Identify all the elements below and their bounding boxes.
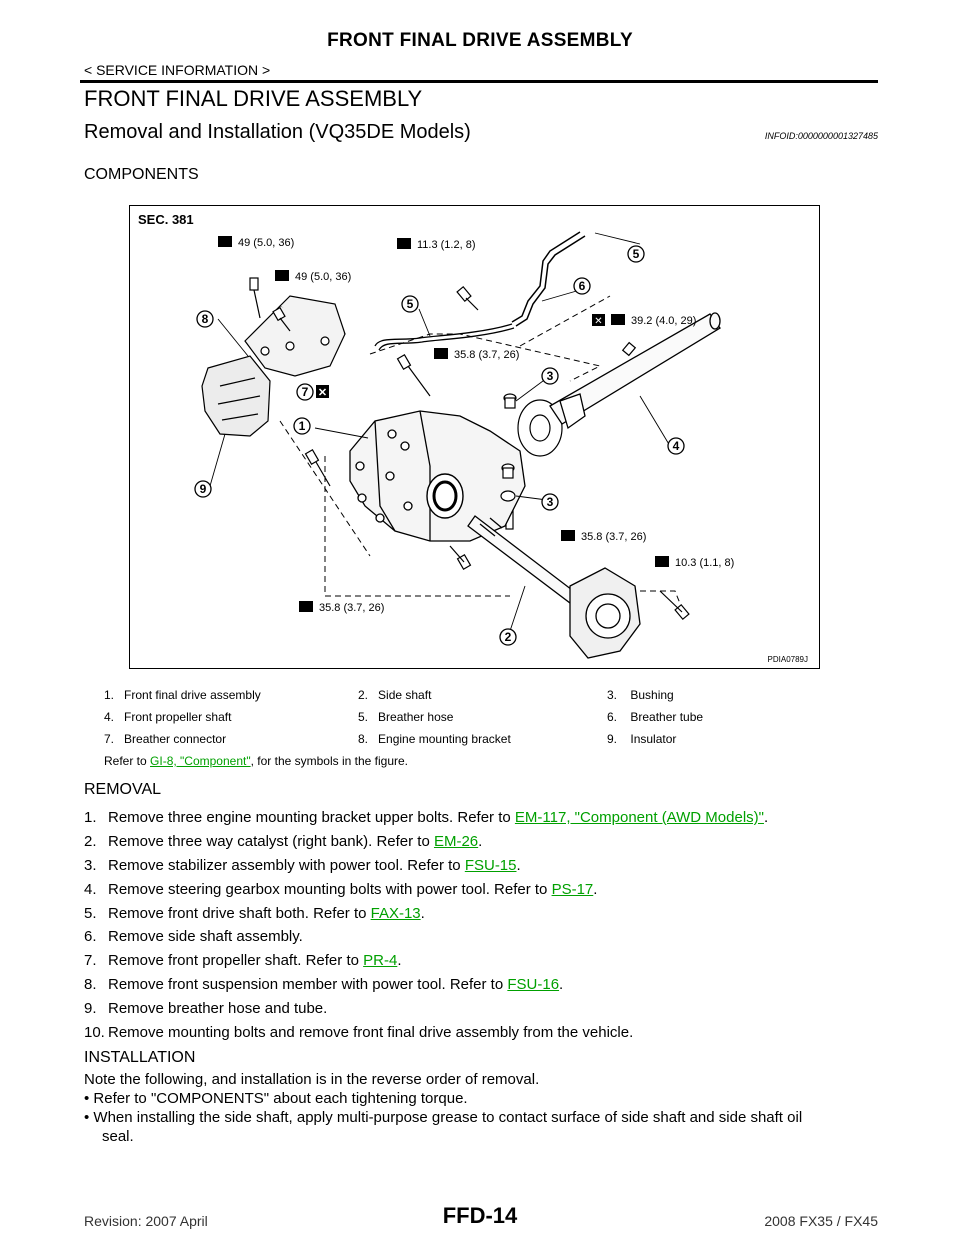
header-divider <box>80 80 878 83</box>
section-title: FRONT FINAL DRIVE ASSEMBLY <box>84 86 423 111</box>
installation-heading: INSTALLATION <box>84 1049 196 1066</box>
breather-tube <box>511 231 586 327</box>
svg-text:39.2 (4.0, 29): 39.2 (4.0, 29) <box>631 315 696 327</box>
diagram-svg: SEC. 381 <box>138 212 808 664</box>
svg-text:3: 3 <box>547 369 554 383</box>
legend-row: 1. Front final drive assembly 2. Side sh… <box>104 688 674 702</box>
callout-7: 7 ✕ <box>296 383 329 401</box>
torque-label-5: 35.8 (3.7, 26) <box>434 348 519 361</box>
breadcrumb: < SERVICE INFORMATION > <box>84 62 271 78</box>
installation-intro: Note the following, and installation is … <box>84 1071 540 1088</box>
footer-revision: Revision: 2007 April <box>84 1213 208 1229</box>
info-id: INFOID:0000000001327485 <box>764 131 878 141</box>
removal-step: 10.Remove mounting bolts and remove fron… <box>84 1024 634 1042</box>
svg-text:35.8 (3.7, 26): 35.8 (3.7, 26) <box>454 349 519 361</box>
torque-label-3: 11.3 (1.2, 8) <box>397 238 476 251</box>
components-legend: 1. Front final drive assembly 2. Side sh… <box>84 684 864 750</box>
torque-label-4: ✕ 39.2 (4.0, 29) <box>592 314 696 327</box>
svg-text:2: 2 <box>505 630 512 644</box>
svg-text:9: 9 <box>200 482 207 496</box>
legend-note: Refer to GI-8, "Component", for the symb… <box>104 754 409 768</box>
installation-bullet-2: • When installing the side shaft, apply … <box>84 1109 803 1126</box>
pinion-flange <box>517 399 563 457</box>
svg-text:6: 6 <box>579 279 586 293</box>
callouts: 1 2 3 3 4 5 5 6 7 ✕ 8 9 <box>194 245 685 646</box>
cross-reference-link[interactable]: PR-4 <box>363 952 398 970</box>
svg-text:3: 3 <box>547 495 554 509</box>
callout-5b: 5 <box>401 295 419 313</box>
cross-reference-link[interactable]: EM-117, "Component (AWD Models)" <box>514 809 764 826</box>
legend-table: 1. Front final drive assembly 2. Side sh… <box>84 684 703 750</box>
side-shaft-seal <box>426 473 464 519</box>
removal-step: 8.Remove front suspension member with po… <box>84 976 564 994</box>
page-header-title: FRONT FINAL DRIVE ASSEMBLY <box>327 30 633 51</box>
callout-8: 8 <box>196 310 214 328</box>
torque-labels: 49 (5.0, 36) 49 (5.0, 36) 11.3 (1.2, 8) … <box>218 236 734 614</box>
cross-reference-link[interactable]: PS-17 <box>551 880 594 898</box>
removal-step: 4.Remove steering gearbox mounting bolts… <box>84 880 598 898</box>
insulator <box>201 355 271 437</box>
bolts <box>249 277 690 621</box>
components-heading: COMPONENTS <box>84 166 199 183</box>
figure-code: PDIA0789J <box>768 655 808 664</box>
removal-steps: 1.Remove three engine mounting bracket u… <box>84 806 884 1045</box>
breather-hose <box>374 323 515 351</box>
removal-step: 1.Remove three engine mounting bracket u… <box>84 809 769 826</box>
removal-step: 3.Remove stabilizer assembly with power … <box>84 856 521 874</box>
legend-row: 4. Front propeller shaft 5. Breather hos… <box>104 710 704 724</box>
leader-lines <box>209 232 671 632</box>
callout-9: 9 <box>194 480 212 498</box>
svg-text:7: 7 <box>302 385 309 399</box>
callout-4: 4 <box>667 437 685 455</box>
footer-model: 2008 FX35 / FX45 <box>764 1213 878 1229</box>
torque-label-8: 35.8 (3.7, 26) <box>299 601 384 614</box>
svg-text:49 (5.0, 36): 49 (5.0, 36) <box>238 237 294 249</box>
svg-text:5: 5 <box>407 297 414 311</box>
svg-text:5: 5 <box>633 247 640 261</box>
svg-text:4: 4 <box>673 439 680 453</box>
callout-3a: 3 <box>541 367 559 385</box>
removal-heading: REMOVAL <box>84 781 162 798</box>
sec-label: SEC. 381 <box>138 212 194 227</box>
removal-step: 7.Remove front propeller shaft. Refer to… <box>84 952 402 970</box>
callout-1: 1 <box>293 417 311 435</box>
cross-reference-link[interactable]: FSU-15 <box>464 856 517 874</box>
bushings <box>500 393 517 502</box>
removal-step: 2.Remove three way catalyst (right bank)… <box>84 832 483 850</box>
torque-label-7: 10.3 (1.1, 8) <box>655 556 734 569</box>
torque-label-6: 35.8 (3.7, 26) <box>561 530 646 543</box>
installation-bullet-1: • Refer to "COMPONENTS" about each tight… <box>84 1090 468 1107</box>
torque-label-1: 49 (5.0, 36) <box>218 236 294 249</box>
removal-step: 9.Remove breather hose and tube. <box>84 1000 328 1018</box>
cross-reference-link[interactable]: FAX-13 <box>370 904 421 922</box>
propeller-shaft <box>549 312 721 430</box>
svg-text:49 (5.0, 36): 49 (5.0, 36) <box>295 271 351 283</box>
components-diagram: SEC. 381 <box>129 205 820 669</box>
svg-text:35.8 (3.7, 26): 35.8 (3.7, 26) <box>319 602 384 614</box>
engine-mounting-bracket <box>244 295 346 377</box>
side-shaft <box>467 515 641 659</box>
replace-icon: ✕ <box>318 387 327 399</box>
removal-step: 5.Remove front drive shaft both. Refer t… <box>84 904 425 922</box>
removal-step: 6.Remove side shaft assembly. <box>84 928 303 946</box>
gi-8-link[interactable]: GI-8, "Component" <box>150 754 251 768</box>
legend-row: 7. Breather connector 8. Engine mounting… <box>104 732 677 746</box>
callout-2: 2 <box>499 628 517 646</box>
svg-text:11.3 (1.2, 8): 11.3 (1.2, 8) <box>417 239 476 251</box>
svg-text:1: 1 <box>299 419 306 433</box>
torque-label-2: 49 (5.0, 36) <box>275 270 351 283</box>
cross-reference-link[interactable]: EM-26 <box>433 832 479 850</box>
svg-text:10.3 (1.1, 8): 10.3 (1.1, 8) <box>675 557 734 569</box>
callout-5a: 5 <box>627 245 645 263</box>
cross-reference-link[interactable]: FSU-16 <box>507 976 560 994</box>
replace-icon: ✕ <box>594 316 602 327</box>
footer-page-code: FFD-14 <box>442 1203 518 1228</box>
installation-bullet-2-cont: seal. <box>102 1128 134 1145</box>
svg-text:35.8 (3.7, 26): 35.8 (3.7, 26) <box>581 531 646 543</box>
callout-6: 6 <box>573 277 591 295</box>
callout-3b: 3 <box>541 493 559 511</box>
svg-text:8: 8 <box>202 312 209 326</box>
subsection-title: Removal and Installation (VQ35DE Models) <box>84 121 471 143</box>
